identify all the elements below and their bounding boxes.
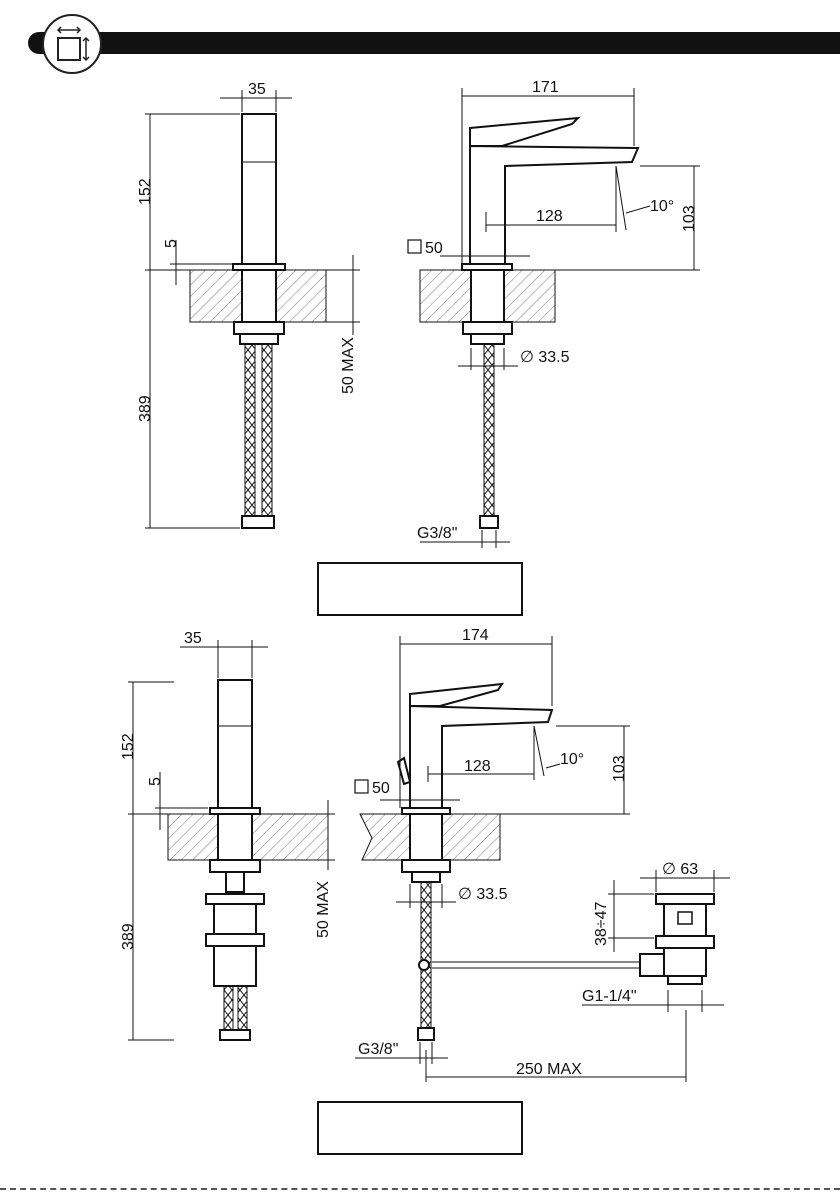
top-side-diameter: ∅ 33.5 [520,349,570,366]
waste-range: 38÷47 [593,902,610,946]
top-front-deck: 50 MAX [340,337,357,394]
top-side-thread: G3/8" [417,525,457,542]
top-front-height: 152 [137,178,154,205]
bottom-label-box [317,1101,523,1155]
bottom-side-height: 103 [611,755,628,782]
top-front-below: 389 [137,395,154,422]
top-side-view [408,88,700,548]
bottom-side-square: 50 [372,780,390,797]
bottom-side-thread: G3/8" [358,1041,398,1058]
bottom-side-reach: 174 [462,627,489,644]
top-side-square: 50 [425,240,443,257]
bottom-front-below: 389 [120,923,137,950]
waste-diameter: ∅ 63 [662,861,698,878]
top-front-base: 5 [163,239,180,248]
top-side-reach: 171 [532,79,559,96]
top-front-width: 35 [248,81,266,98]
waste-distance: 250 MAX [516,1061,582,1078]
bottom-border [0,1188,840,1190]
bottom-side-diameter: ∅ 33.5 [458,886,508,903]
top-side-spout: 128 [536,208,563,225]
bottom-side-view [355,636,686,1082]
top-label-box [317,562,523,616]
bottom-front-base: 5 [147,777,164,786]
top-side-angle: 10° [650,198,674,215]
waste-thread: G1-1/4" [582,988,637,1005]
bottom-side-angle: 10° [560,751,584,768]
bottom-front-width: 35 [184,630,202,647]
bottom-front-view [128,640,335,1040]
bottom-side-spout: 128 [464,758,491,775]
top-side-height: 103 [681,205,698,232]
top-front-view [145,90,360,528]
bottom-front-deck: 50 MAX [315,881,332,938]
bottom-front-height: 152 [120,733,137,760]
